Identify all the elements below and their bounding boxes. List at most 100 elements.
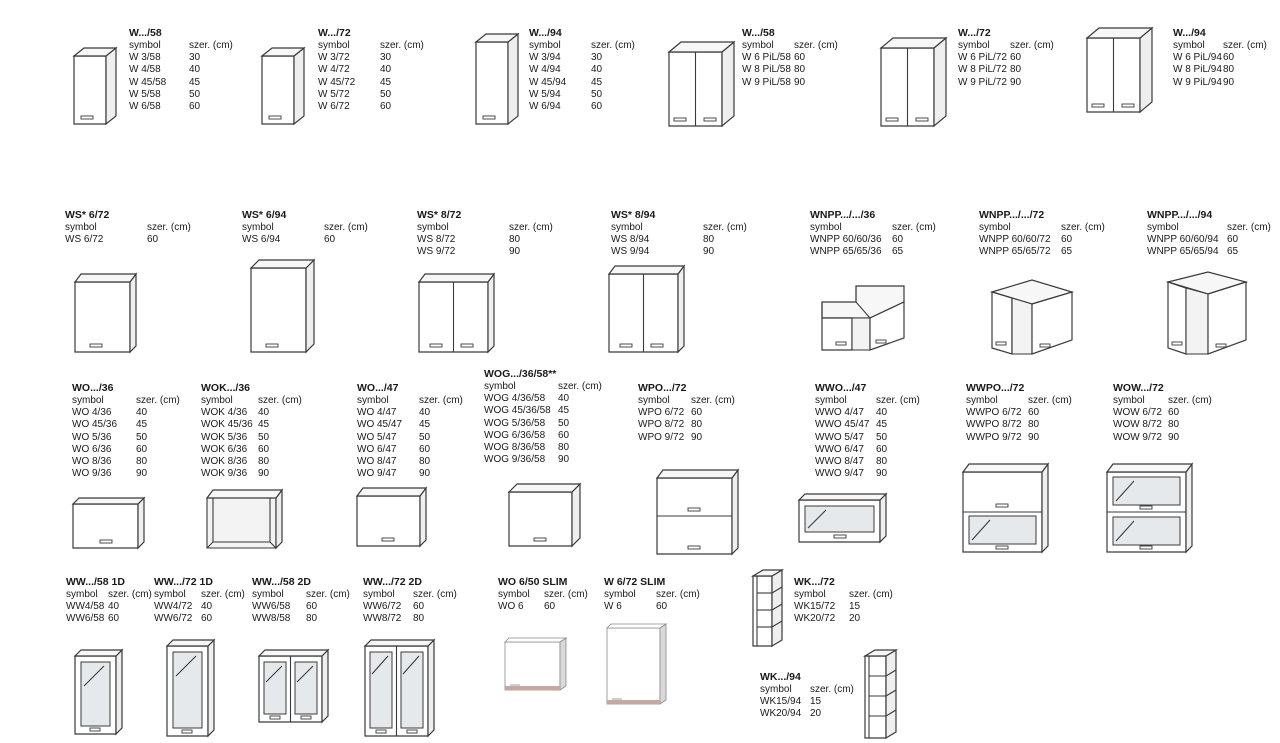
cell-width: 40	[136, 407, 148, 419]
cell-width: 80	[1168, 419, 1180, 431]
cell-symbol: WNPP 60/60/36	[810, 234, 882, 246]
cell-symbol: WOG 45/36/58	[484, 405, 551, 417]
cell-width: 40	[558, 393, 570, 405]
corner-cabinet-wnpp36-illustration	[818, 282, 908, 354]
cell-symbol: WK20/72	[794, 613, 836, 625]
cell-width: 60	[1061, 234, 1073, 246]
cell-symbol: W 6/72	[318, 101, 350, 113]
cell-symbol: WOG 4/36/58	[484, 393, 546, 405]
product-title: WPO.../72	[638, 382, 687, 394]
cell-symbol: WW6/72	[154, 613, 193, 625]
cell-width: 60	[136, 443, 148, 455]
cell-width: 90	[1028, 431, 1040, 443]
corner-cabinet-wnpp94-illustration	[1164, 268, 1250, 358]
column-header-symbol: symbol	[498, 589, 530, 600]
column-header-width: szer. (cm)	[419, 395, 463, 406]
cell-width: 90	[419, 468, 431, 480]
cell-symbol: W 5/58	[129, 88, 161, 100]
cabinet-w94-pil-illustration	[1084, 24, 1156, 116]
cell-width: 80	[1223, 64, 1235, 76]
cell-symbol: W 6 PiL/94	[1173, 52, 1222, 64]
cell-width: 60	[691, 407, 703, 419]
product-title: WS* 6/94	[242, 209, 287, 221]
cell-width: 60	[419, 443, 431, 455]
column-header-symbol: symbol	[604, 589, 636, 600]
cell-symbol: W 45/72	[318, 76, 356, 88]
cabinet-ws894-illustration	[606, 262, 688, 356]
cell-width: 60	[656, 601, 668, 613]
cell-width: 80	[876, 456, 888, 468]
cell-symbol: W 4/58	[129, 64, 161, 76]
glass-cabinet-ww58-1d-illustration	[72, 646, 126, 738]
column-header-symbol: symbol	[1113, 395, 1145, 406]
column-header-width: szer. (cm)	[591, 40, 635, 51]
cell-symbol: WO 5/47	[357, 431, 397, 443]
cell-symbol: WO 45/36	[72, 419, 118, 431]
cell-width: 45	[258, 419, 270, 431]
cell-symbol: WOG 6/36/58	[484, 429, 546, 441]
cell-symbol: W 6 PiL/72	[958, 52, 1007, 64]
cabinet-wpo72-illustration	[654, 466, 742, 558]
cell-width: 40	[201, 601, 213, 613]
cell-symbol: WNPP 65/65/36	[810, 246, 882, 258]
cell-width: 60	[591, 101, 603, 113]
cell-symbol: W 45/58	[129, 76, 167, 88]
cell-width: 60	[108, 613, 120, 625]
slim-cabinet-w672-illustration	[604, 620, 670, 708]
column-header-symbol: symbol	[363, 589, 395, 600]
cell-symbol: WPO 8/72	[638, 419, 685, 431]
cell-width: 90	[1010, 76, 1022, 88]
cell-symbol: WO 4/47	[357, 407, 397, 419]
product-title: W 6/72 SLIM	[604, 576, 666, 588]
cell-symbol: WOK 5/36	[201, 431, 248, 443]
product-title: WW.../72 2D	[363, 576, 422, 588]
cell-symbol: WOW 8/72	[1113, 419, 1162, 431]
cell-symbol: WWPO 8/72	[966, 419, 1022, 431]
column-header-width: szer. (cm)	[703, 222, 747, 233]
cell-symbol: W 3/58	[129, 52, 161, 64]
column-header-width: szer. (cm)	[147, 222, 191, 233]
product-title: WK.../94	[760, 671, 801, 683]
cabinet-wow72-illustration	[1104, 460, 1196, 556]
cell-width: 40	[108, 601, 120, 613]
cell-width: 90	[509, 246, 521, 258]
cell-width: 50	[136, 431, 148, 443]
